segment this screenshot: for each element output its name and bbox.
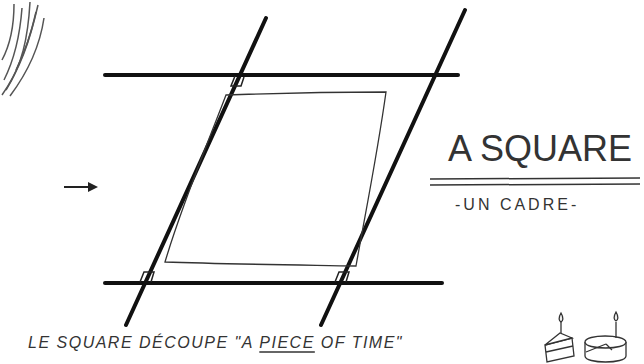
arrow	[64, 182, 98, 192]
cake-icon	[545, 313, 574, 362]
underline	[430, 184, 640, 185]
inner-frame	[165, 92, 386, 266]
right-angle-mark	[140, 76, 349, 282]
horizontal-line	[105, 281, 442, 285]
horizontal-line	[105, 73, 458, 77]
subtitle-label: -UN CADRE-	[455, 196, 579, 214]
underline	[430, 178, 640, 179]
leaf-scribble	[2, 2, 44, 96]
caption-label: LE SQUARE DÉCOUPE "A PIECE OF TIME"	[28, 334, 403, 352]
slanted-line	[321, 10, 465, 325]
cake-icon	[585, 312, 626, 362]
title-label: A SQUARE	[448, 128, 632, 170]
word-underline	[259, 351, 315, 353]
